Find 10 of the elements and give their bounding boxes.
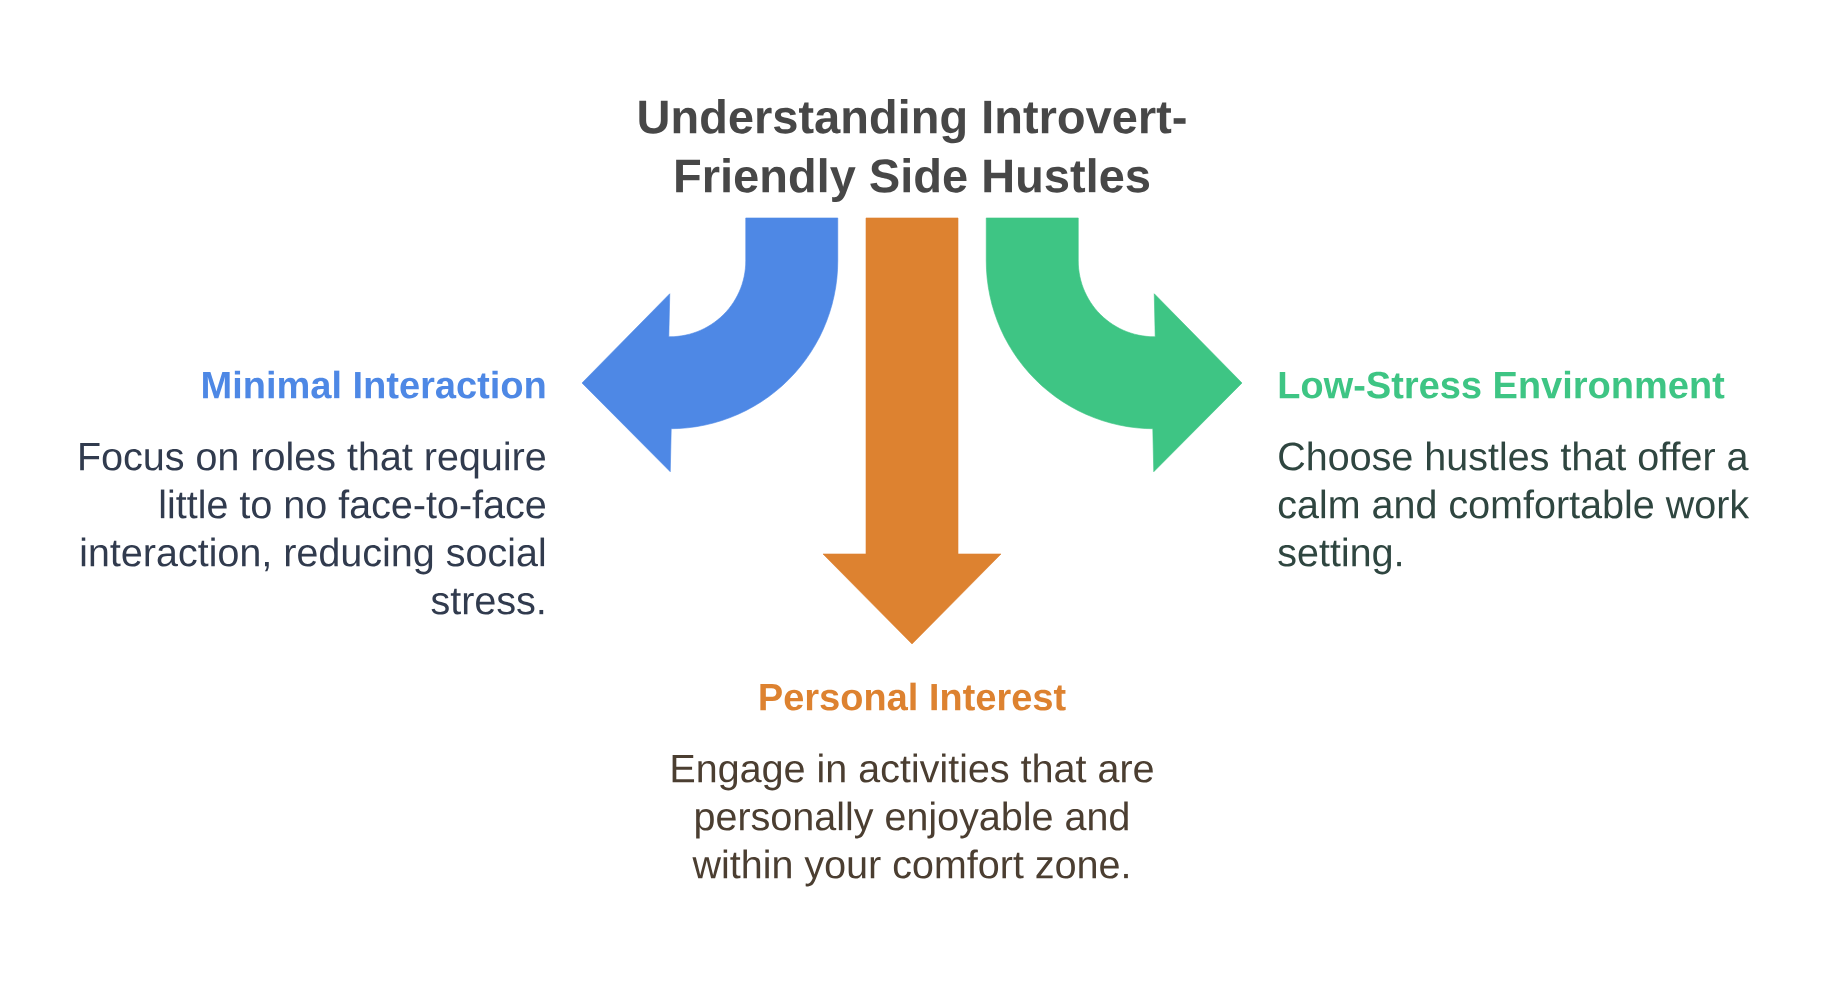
description: Engage in activities that are personally enjoyable and within your comfort zone.: [672, 753, 1153, 887]
title: Understanding Introvert-Friendly Side Hustles: [639, 99, 1186, 202]
arrow: [822, 217, 1002, 645]
curved-arrow: [581, 217, 839, 473]
curved-arrow: [985, 217, 1243, 473]
description: Focus on roles that require little to no face-to-face interaction, reducing social stress.: [80, 441, 545, 615]
heading: Minimal Interaction: [203, 370, 545, 399]
heading: Personal Interest: [760, 682, 1066, 711]
heading: Low-Stress Environment: [1279, 370, 1725, 399]
description: Choose hustles that offer a calm and comfortable work setting.: [1278, 441, 1750, 575]
